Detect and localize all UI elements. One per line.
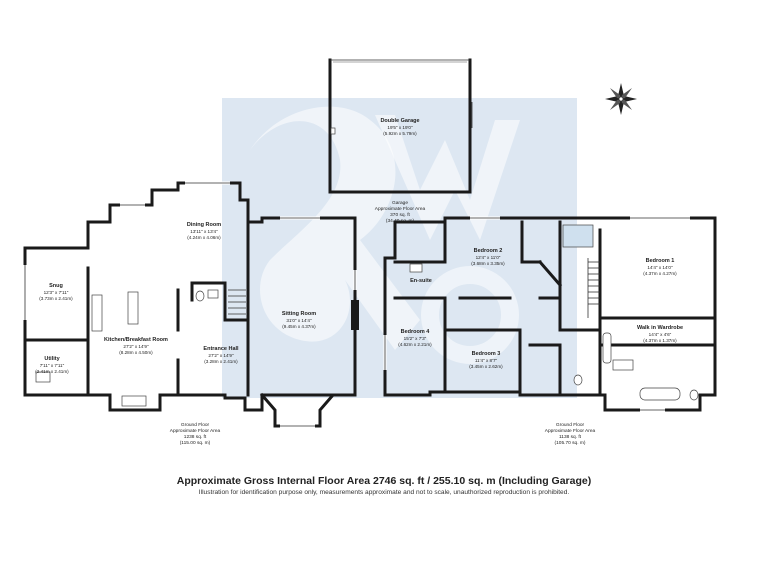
right-floor-area: Ground Floor Approximate Floor Area 1138… xyxy=(545,422,596,446)
svg-text:Double Garage: Double Garage xyxy=(380,118,419,124)
ground-floor-right-walls xyxy=(383,216,717,412)
svg-text:(9.45m x 4.37m): (9.45m x 4.37m) xyxy=(282,324,316,329)
svg-text:(3.45m x 2.62m): (3.45m x 2.62m) xyxy=(469,364,503,369)
svg-text:Dining Room: Dining Room xyxy=(187,222,221,228)
svg-text:27'2" x 14'9": 27'2" x 14'9" xyxy=(208,353,234,358)
bedroom1-label: Bedroom 1 14'4" x 14'0" (4.37m x 4.27m) xyxy=(643,258,677,276)
svg-text:14'4" x 14'0": 14'4" x 14'0" xyxy=(647,265,673,270)
compass-icon xyxy=(605,83,637,115)
bedroom4-label: Bedroom 4 15'2" x 7'3" (4.62m x 2.21m) xyxy=(398,329,432,347)
svg-text:Approximate Floor Area: Approximate Floor Area xyxy=(545,428,596,434)
svg-text:Bedroom 4: Bedroom 4 xyxy=(401,329,431,335)
wardrobe-label: Walk in Wardrobe 14'4" x 4'6" (4.37m x 1… xyxy=(637,325,683,343)
svg-text:19'5" x 19'0": 19'5" x 19'0" xyxy=(387,125,413,130)
svg-text:(8.28m x 4.50m): (8.28m x 4.50m) xyxy=(119,350,153,355)
svg-text:(4.37m x 4.27m): (4.37m x 4.27m) xyxy=(643,271,677,276)
svg-text:(4.24m x 4.06m): (4.24m x 4.06m) xyxy=(187,235,221,240)
svg-text:31'0" x 14'4": 31'0" x 14'4" xyxy=(286,318,312,323)
svg-text:(4.37m x 1.37m): (4.37m x 1.37m) xyxy=(643,338,677,343)
svg-text:(34.40 sq. m): (34.40 sq. m) xyxy=(386,218,415,224)
svg-text:12'3" x 7'11": 12'3" x 7'11" xyxy=(44,290,69,295)
svg-text:En-suite: En-suite xyxy=(410,278,432,284)
svg-text:Bedroom 2: Bedroom 2 xyxy=(474,248,503,254)
bedroom2-label: Bedroom 2 12'4" x 11'0" (3.68m x 3.35m) xyxy=(471,248,505,266)
kitchen-label: Kitchen/Breakfast Room 27'2" x 14'9" (8.… xyxy=(104,337,168,355)
svg-text:(5.92m x 5.79m): (5.92m x 5.79m) xyxy=(383,131,417,136)
left-floor-area: Ground Floor Approximate Floor Area 1238… xyxy=(170,422,221,446)
svg-text:15'2" x 7'3": 15'2" x 7'3" xyxy=(404,336,427,341)
svg-text:(105.70 sq. m): (105.70 sq. m) xyxy=(555,440,586,446)
svg-text:12'4" x 11'0": 12'4" x 11'0" xyxy=(476,255,501,260)
svg-text:Garage: Garage xyxy=(392,200,408,206)
svg-text:14'4" x 4'6": 14'4" x 4'6" xyxy=(649,332,672,337)
garage-label: Double Garage 19'5" x 19'0" (5.92m x 5.7… xyxy=(380,118,419,136)
sitting-label: Sitting Room 31'0" x 14'4" (9.45m x 4.37… xyxy=(282,311,316,329)
svg-text:Snug: Snug xyxy=(49,283,63,289)
bedroom3-label: Bedroom 3 11'4" x 8'7" (3.45m x 2.62m) xyxy=(469,351,503,369)
utility-label: Utility 7'11" x 7'11" (2.41m x 2.41m) xyxy=(35,356,69,374)
svg-text:7'11" x 7'11": 7'11" x 7'11" xyxy=(40,363,65,368)
svg-text:Bedroom 3: Bedroom 3 xyxy=(472,351,501,357)
svg-text:Approximate Floor Area: Approximate Floor Area xyxy=(170,428,221,434)
svg-text:370 sq. ft: 370 sq. ft xyxy=(390,212,410,218)
svg-text:(2.41m x 2.41m): (2.41m x 2.41m) xyxy=(35,369,69,374)
svg-text:Bedroom 1: Bedroom 1 xyxy=(646,258,675,264)
disclaimer-note: Illustration for identification purpose … xyxy=(198,489,570,496)
total-area-title: Approximate Gross Internal Floor Area 27… xyxy=(176,475,592,487)
svg-text:(115.00 sq. m): (115.00 sq. m) xyxy=(180,440,211,446)
svg-text:(3.73m x 2.41m): (3.73m x 2.41m) xyxy=(39,296,73,301)
garage-block xyxy=(328,58,473,194)
hall-label: Entrance Hall 27'2" x 14'9" (3.28m x 2.4… xyxy=(203,346,239,364)
svg-text:Entrance Hall: Entrance Hall xyxy=(203,346,239,352)
dining-label: Dining Room 13'11" x 13'4" (4.24m x 4.06… xyxy=(187,222,221,240)
svg-text:27'2" x 14'9": 27'2" x 14'9" xyxy=(123,344,149,349)
svg-text:(3.28m x 2.41m): (3.28m x 2.41m) xyxy=(204,359,238,364)
svg-text:11'4" x 8'7": 11'4" x 8'7" xyxy=(475,358,498,363)
svg-text:Ground Floor: Ground Floor xyxy=(181,422,210,428)
svg-text:Walk in Wardrobe: Walk in Wardrobe xyxy=(637,325,683,331)
watermark-logo xyxy=(222,98,577,398)
svg-text:(4.62m x 2.21m): (4.62m x 2.21m) xyxy=(398,342,432,347)
svg-text:1138 sq. ft: 1138 sq. ft xyxy=(559,434,582,440)
svg-text:(3.68m x 3.35m): (3.68m x 3.35m) xyxy=(471,261,505,266)
svg-text:13'11" x 13'4": 13'11" x 13'4" xyxy=(190,229,218,234)
svg-text:1238 sq. ft: 1238 sq. ft xyxy=(184,434,207,440)
svg-text:Approximate Floor Area: Approximate Floor Area xyxy=(375,206,426,212)
garage-floor-area: Garage Approximate Floor Area 370 sq. ft… xyxy=(375,200,426,224)
svg-text:Ground Floor: Ground Floor xyxy=(556,422,585,428)
svg-text:Kitchen/Breakfast Room: Kitchen/Breakfast Room xyxy=(104,337,168,343)
svg-text:Sitting Room: Sitting Room xyxy=(282,311,316,317)
ground-floor-left-walls xyxy=(23,181,359,428)
ensuite-label: En-suite xyxy=(410,278,432,284)
snug-label: Snug 12'3" x 7'11" (3.73m x 2.41m) xyxy=(39,283,73,301)
svg-text:Utility: Utility xyxy=(44,356,60,362)
